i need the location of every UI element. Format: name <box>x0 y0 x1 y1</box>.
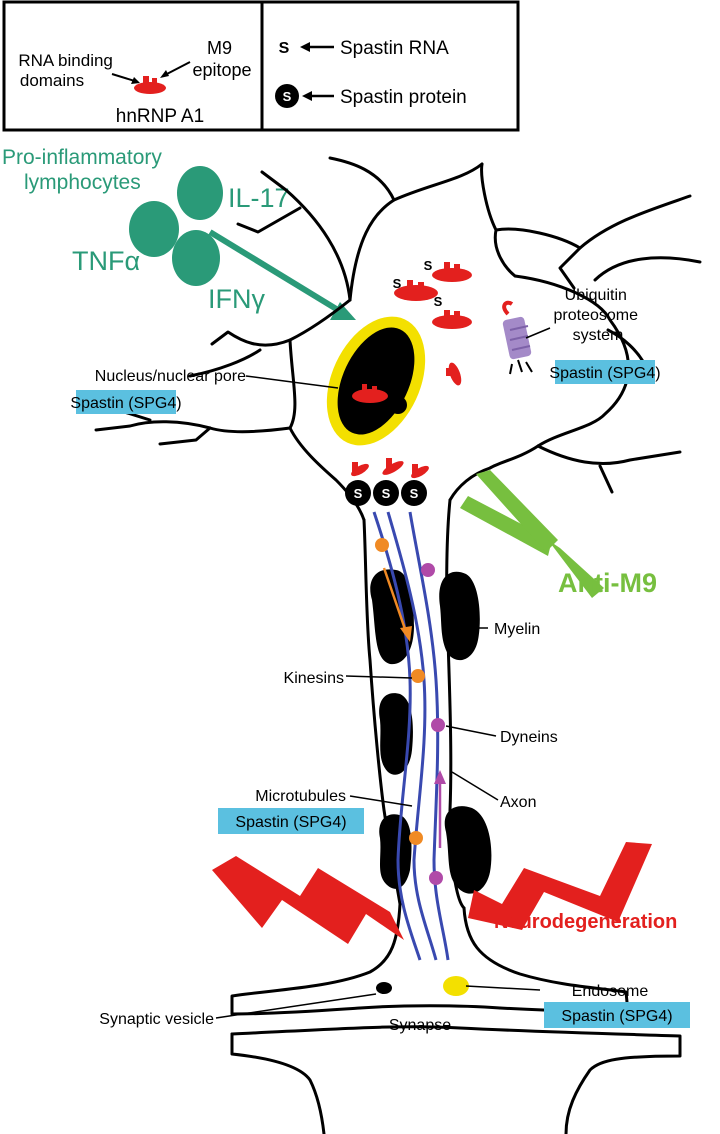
spastin-protein-3 <box>401 480 427 506</box>
endosome <box>443 976 469 996</box>
dynein-3 <box>429 871 443 885</box>
endosome-label: Endosome <box>572 983 649 1000</box>
legend-protein-symbol: S <box>283 89 292 104</box>
lymphocyte-il17 <box>177 166 223 220</box>
soma-contents: S S S <box>326 258 533 446</box>
microtubules-label: Microtubules <box>255 788 346 805</box>
spastin-box-ubiquitin <box>555 360 655 384</box>
tnf-label: TNFα <box>72 246 140 276</box>
spastin-s-2: S <box>382 486 391 501</box>
spastin-box-microtubules <box>218 808 364 834</box>
spastin-s-1: S <box>354 486 363 501</box>
ubiquitin-label: Ubiquitin proteosome system <box>554 287 643 344</box>
kinesin-2 <box>411 669 425 683</box>
proteasome-icon <box>502 300 533 375</box>
rna-symbol-3: S <box>434 294 443 309</box>
kinesin-3 <box>409 831 423 845</box>
nucleus-label: Nucleus/nuclear pore <box>95 368 246 385</box>
legend-spastin-rna-label: Spastin RNA <box>340 38 449 59</box>
cytokine-arrow <box>208 229 340 313</box>
synaptic-vesicle <box>376 982 392 994</box>
spastin-s-3: S <box>410 486 419 501</box>
motor-proteins <box>375 538 445 885</box>
rna-symbol-2: S <box>424 258 433 273</box>
neurodegeneration-bolts <box>212 842 652 944</box>
legend-protein-icon <box>275 84 299 108</box>
legend-spastin-protein-label: Spastin protein <box>340 87 467 108</box>
legend-box-right <box>260 0 520 132</box>
spastin-box-endosome <box>544 1002 690 1028</box>
il17-label: IL-17 <box>228 183 290 213</box>
callout-lines <box>215 327 551 1019</box>
rna-symbol-1: S <box>393 276 402 291</box>
lymphocyte-tnf <box>129 201 179 257</box>
legend-hnrnp-label: hnRNP A1 <box>116 106 204 127</box>
anterograde-arrow <box>382 567 408 633</box>
nucleus-hnrnp <box>352 384 388 403</box>
legend-m9-label: M9 epitope <box>192 38 251 80</box>
spastin-protein-2 <box>373 480 399 506</box>
spastin-label-nucleus: Spastin (SPG4) <box>70 395 181 412</box>
spastin-label-ubiquitin: Spastin (SPG4) <box>549 365 660 382</box>
lymphocytes-title: Pro-inflammatory lymphocytes <box>2 146 168 194</box>
spastin-label-endosome: Spastin (SPG4) <box>561 1008 672 1025</box>
dynein-1 <box>421 563 435 577</box>
synaptic-vesicle-label: Synaptic vesicle <box>99 1011 214 1028</box>
myelin-label: Myelin <box>494 621 540 638</box>
dynein-2 <box>431 718 445 732</box>
kinesins-label: Kinesins <box>284 670 344 687</box>
ifn-label: IFNγ <box>208 284 265 314</box>
anti-m9-label: Anti-M9 <box>558 568 657 598</box>
spastin-box-nucleus <box>76 390 176 414</box>
nuclear-pore <box>389 396 407 414</box>
axon-label: Axon <box>500 794 536 811</box>
legend-rna-symbol: S <box>279 40 290 57</box>
dyneins-label: Dyneins <box>500 729 558 746</box>
legend-rna-binding-label: RNA binding domains <box>18 51 117 90</box>
inflammation: Pro-inflammatory lymphocytes IL-17 TNFα … <box>2 146 356 320</box>
hnrnp-a1-icon <box>134 76 166 94</box>
kinesin-1 <box>375 538 389 552</box>
cytoplasm-hnrnp-group <box>394 262 472 386</box>
spastin-label-microtubules: Spastin (SPG4) <box>235 814 346 831</box>
synapse-label: Synapse <box>389 1017 451 1034</box>
lymphocyte-ifn <box>172 230 220 286</box>
anti-m9-antibody <box>460 470 604 598</box>
legend: RNA binding domains M9 epitope hnRNP A1 … <box>2 0 520 132</box>
neurodegeneration-label: Neurodegeneration <box>494 911 677 933</box>
myelin <box>370 569 492 894</box>
spastin-protein-1 <box>345 480 371 506</box>
microtubules <box>372 511 450 961</box>
spastin-hillock: S S S <box>345 458 429 506</box>
